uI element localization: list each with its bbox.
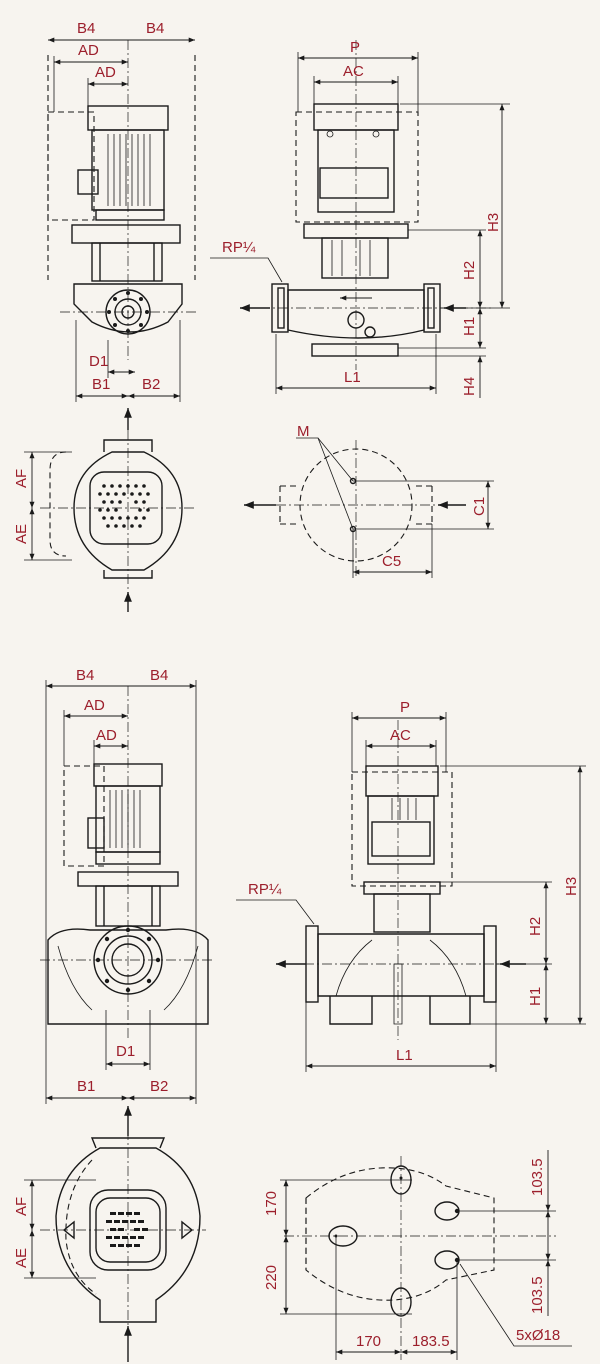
- large-front-labels: B4 B4 AD AD D1 B1 B2: [76, 667, 168, 1095]
- label-rp-large: RP¼: [248, 881, 282, 898]
- label-b2: B2: [142, 376, 160, 393]
- label-ae: AE: [13, 524, 30, 544]
- label-h3: H3: [485, 213, 502, 232]
- small-top-labels: AF AE: [13, 469, 30, 544]
- small-pump-footprint: [244, 437, 494, 578]
- dim-220-vertical: 220: [263, 1265, 280, 1290]
- label-ae-large: AE: [13, 1248, 30, 1268]
- label-ad-outer: AD: [78, 42, 99, 59]
- label-p-large: P: [400, 699, 410, 716]
- label-ad-inner-large: AD: [96, 727, 117, 744]
- dim-103-top: 103.5: [529, 1158, 546, 1196]
- label-af: AF: [13, 469, 30, 488]
- dim-183-horizontal: 183.5: [412, 1333, 450, 1350]
- label-ad-inner: AD: [95, 64, 116, 81]
- label-h1: H1: [461, 317, 478, 336]
- small-pump-top-view: [24, 408, 196, 612]
- label-d1-large: D1: [116, 1043, 135, 1060]
- label-p: P: [350, 39, 360, 56]
- label-l1-large: L1: [396, 1047, 413, 1064]
- label-ad-outer-large: AD: [84, 697, 105, 714]
- small-footprint-labels: M C1 C5: [297, 423, 488, 570]
- dim-170-vertical: 170: [263, 1191, 280, 1216]
- label-ac: AC: [343, 63, 364, 80]
- label-l1: L1: [344, 369, 361, 386]
- label-h4: H4: [461, 377, 478, 396]
- label-b1: B1: [92, 376, 110, 393]
- large-pump-side-view: [236, 712, 586, 1072]
- dim-103-bottom: 103.5: [529, 1276, 546, 1314]
- label-h2: H2: [461, 261, 478, 280]
- large-pump-footprint: [280, 1150, 572, 1360]
- large-top-labels: AF AE: [13, 1197, 30, 1268]
- label-b4-right-large: B4: [150, 667, 168, 684]
- label-b4-left: B4: [77, 20, 95, 37]
- small-pump-side-view: [210, 40, 510, 398]
- small-side-labels: P AC RP¼ L1 H3 H2 H1 H4: [222, 39, 502, 396]
- large-pump-top-view: [24, 1106, 206, 1362]
- label-b4-left-large: B4: [76, 667, 94, 684]
- large-side-labels: P AC RP¼ L1 H3 H2 H1: [248, 699, 580, 1064]
- label-h2-large: H2: [527, 917, 544, 936]
- label-h1-large: H1: [527, 987, 544, 1006]
- label-c5: C5: [382, 553, 401, 570]
- dim-170-horizontal: 170: [356, 1333, 381, 1350]
- small-pump-front-view: [47, 37, 196, 402]
- label-d1: D1: [89, 353, 108, 370]
- dim-holes: 5xØ18: [516, 1327, 560, 1344]
- large-footprint-labels: 170 220 103.5 103.5 170 183.5 5xØ18: [263, 1158, 560, 1350]
- label-b2-large: B2: [150, 1078, 168, 1095]
- small-front-labels: B4 B4 AD AD D1 B1 B2: [77, 20, 164, 393]
- label-c1: C1: [471, 497, 488, 516]
- label-b4-right: B4: [146, 20, 164, 37]
- label-ac-large: AC: [390, 727, 411, 744]
- label-af-large: AF: [13, 1197, 30, 1216]
- label-b1-large: B1: [77, 1078, 95, 1095]
- label-m: M: [297, 423, 310, 440]
- label-rp: RP¼: [222, 239, 256, 256]
- large-pump-front-view: [40, 680, 212, 1104]
- label-h3-large: H3: [563, 877, 580, 896]
